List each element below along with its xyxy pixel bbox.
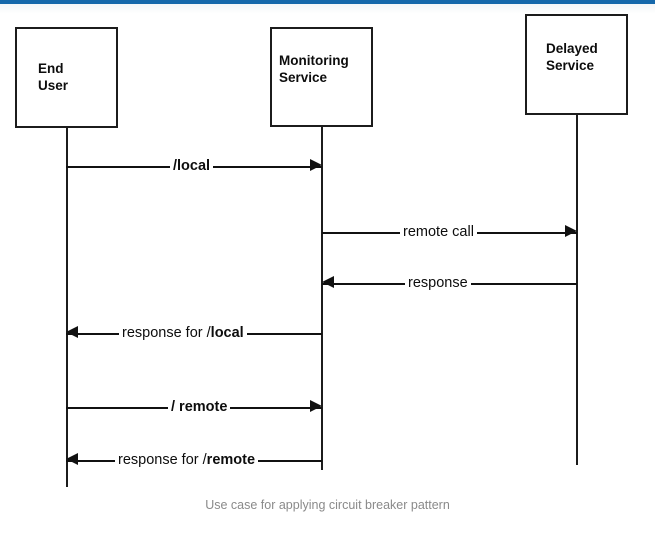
message-label-msg-remote-response: response <box>405 273 471 294</box>
arrowhead-right-icon <box>310 400 322 412</box>
arrowhead-left-icon <box>322 276 334 288</box>
arrowhead-left-icon <box>66 326 78 338</box>
lifeline-end-user <box>66 128 68 487</box>
arrowhead-right-icon <box>565 225 577 237</box>
arrowhead-right-icon <box>310 159 322 171</box>
participant-label-end-user: End User <box>38 61 69 93</box>
lifeline-monitoring-service <box>321 127 324 470</box>
participant-box-end-user[interactable] <box>15 27 118 128</box>
message-label-msg-remote-call: remote call <box>400 222 477 243</box>
participant-box-delayed-service[interactable] <box>525 14 628 115</box>
participant-label-delayed-service: Delayed Service <box>546 41 598 73</box>
message-msg-local-response[interactable]: response for /local <box>0 323 655 345</box>
top-accent-bar <box>0 0 655 4</box>
message-msg-remote-response[interactable]: response <box>0 273 655 295</box>
lifeline-delayed-service <box>576 115 578 465</box>
message-msg-local-request[interactable]: /local <box>0 156 655 178</box>
message-label-msg-local-request: /local <box>170 156 214 177</box>
message-msg-remote-request[interactable]: / remote <box>0 397 655 419</box>
diagram-caption: Use case for applying circuit breaker pa… <box>205 498 450 512</box>
message-label-msg-remote-response-user: response for /remote <box>115 450 259 471</box>
message-msg-remote-call[interactable]: remote call <box>0 222 655 244</box>
top-fade-gradient <box>0 4 655 14</box>
message-label-msg-remote-request: / remote <box>168 397 231 418</box>
message-msg-remote-response-user[interactable]: response for /remote <box>0 450 655 472</box>
message-label-msg-local-response: response for /local <box>119 323 247 344</box>
participant-label-monitoring-service: Monitoring Service <box>279 53 349 85</box>
participant-box-monitoring-service[interactable] <box>270 27 373 127</box>
arrowhead-left-icon <box>66 453 78 465</box>
